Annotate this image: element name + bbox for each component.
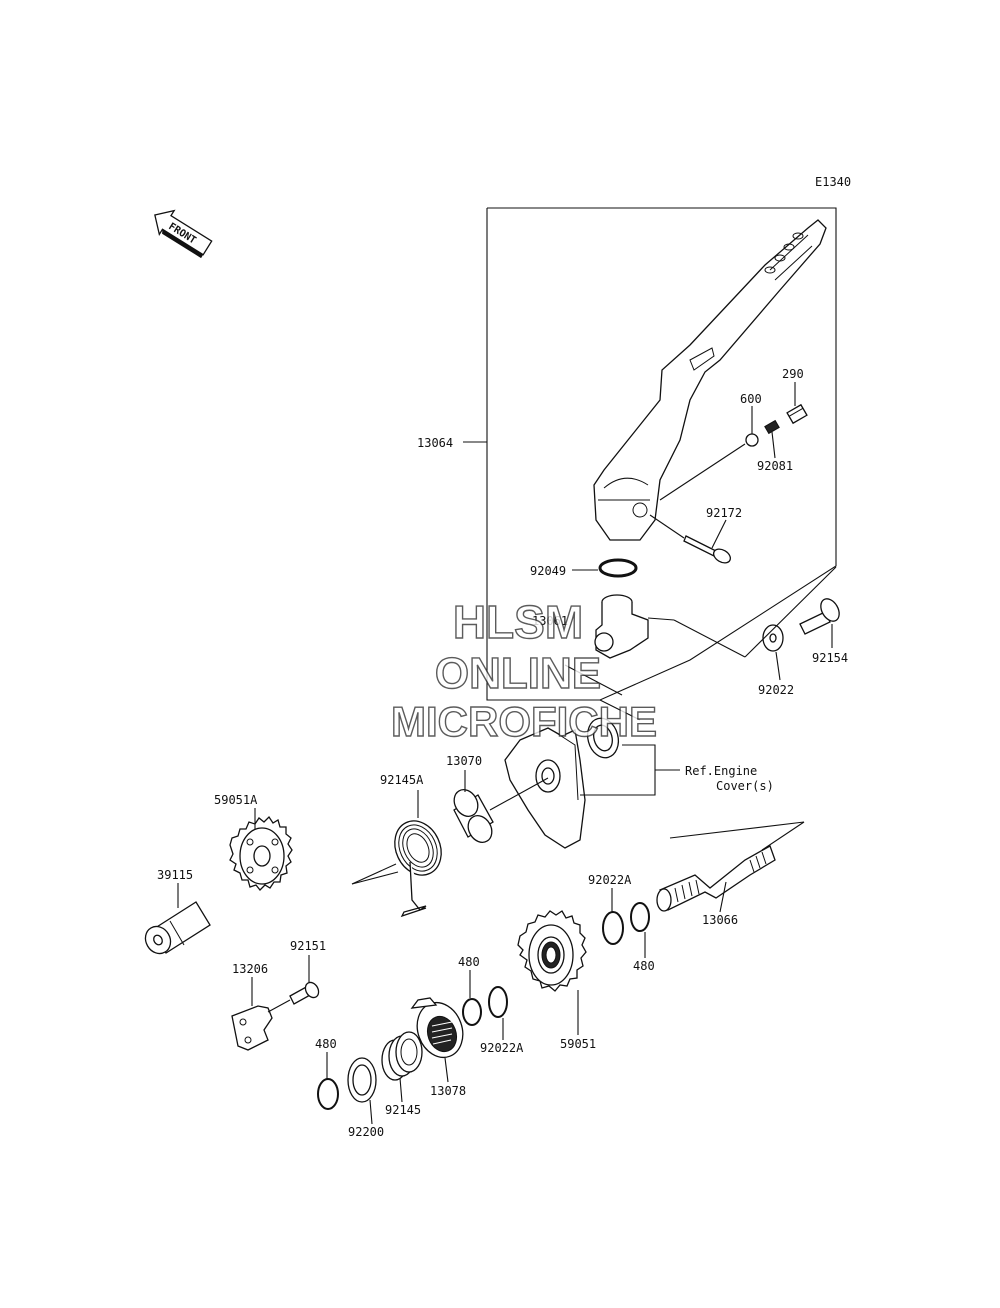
part-label-92145A: 92145A bbox=[380, 773, 424, 787]
part-label-92154: 92154 bbox=[812, 651, 848, 665]
watermark-line2: ONLINE bbox=[435, 649, 601, 698]
part-label-13061: 13061 bbox=[532, 614, 568, 628]
circlip-480-left bbox=[317, 1052, 339, 1110]
reference-note-line2: Cover(s) bbox=[716, 779, 774, 793]
part-label-480-left: 480 bbox=[315, 1037, 337, 1051]
bushing-13070 bbox=[453, 770, 494, 843]
part-label-600: 600 bbox=[740, 392, 762, 406]
reference-note-line1: Ref.Engine bbox=[685, 764, 757, 778]
plate-13206 bbox=[231, 977, 291, 1051]
bolt-92154 bbox=[799, 598, 840, 648]
washer-92200 bbox=[347, 1057, 377, 1125]
kick-pedal-assembly-bracket bbox=[463, 207, 837, 701]
part-label-92151: 92151 bbox=[290, 939, 326, 953]
kick-spring-92145A bbox=[351, 790, 442, 918]
part-label-92172: 92172 bbox=[706, 506, 742, 520]
spring-92081 bbox=[764, 419, 780, 435]
part-label-480-mid: 480 bbox=[458, 955, 480, 969]
part-label-39115: 39115 bbox=[157, 868, 193, 882]
part-label-92145: 92145 bbox=[385, 1103, 421, 1117]
watermark-line3: MICROFICHE bbox=[391, 698, 657, 745]
cap-290 bbox=[786, 403, 808, 425]
washer-92022 bbox=[673, 566, 837, 681]
gear-59051 bbox=[517, 910, 587, 1035]
part-label-92022A-top: 92022A bbox=[588, 873, 632, 887]
part-label-59051: 59051 bbox=[560, 1037, 596, 1051]
circlip-480-right bbox=[630, 902, 650, 958]
reference-bracket bbox=[580, 744, 680, 796]
circlip-480-mid bbox=[462, 970, 482, 1026]
part-label-290: 290 bbox=[782, 367, 804, 381]
spring-92145 bbox=[381, 1031, 423, 1103]
part-label-13078: 13078 bbox=[430, 1084, 466, 1098]
front-arrow-icon: FRONT bbox=[154, 209, 213, 259]
part-label-92200: 92200 bbox=[348, 1125, 384, 1139]
diagram-code: E1340 bbox=[815, 175, 851, 189]
gear-59051A bbox=[229, 808, 293, 891]
watermark-line1: HLSM bbox=[453, 596, 583, 648]
watermark: HLSM ONLINE MICROFICHE bbox=[390, 595, 657, 745]
part-label-13206: 13206 bbox=[232, 962, 268, 976]
part-label-92081: 92081 bbox=[757, 459, 793, 473]
oring-92049 bbox=[572, 558, 638, 578]
part-label-92022: 92022 bbox=[758, 683, 794, 697]
engine-cover-section bbox=[504, 727, 586, 849]
part-label-13064: 13064 bbox=[417, 436, 453, 450]
shaft-boss-13061 bbox=[594, 594, 675, 659]
ball-600 bbox=[745, 433, 759, 447]
kick-shaft-13066 bbox=[656, 821, 805, 913]
bolt-92151 bbox=[289, 955, 320, 1005]
part-label-13066: 13066 bbox=[702, 913, 738, 927]
shaft-39115 bbox=[144, 883, 211, 955]
washer-92022A-top bbox=[602, 888, 624, 945]
part-label-59051A: 59051A bbox=[214, 793, 258, 807]
part-label-480-right: 480 bbox=[633, 959, 655, 973]
ratchet-13078 bbox=[410, 997, 464, 1083]
oil-seal bbox=[586, 717, 620, 759]
part-label-13070: 13070 bbox=[446, 754, 482, 768]
part-label-92022A-mid: 92022A bbox=[480, 1041, 524, 1055]
kick-pedal-arm bbox=[593, 219, 827, 541]
part-label-92049: 92049 bbox=[530, 564, 566, 578]
bolt-92172 bbox=[649, 514, 732, 564]
washer-92022A-mid bbox=[488, 986, 508, 1040]
